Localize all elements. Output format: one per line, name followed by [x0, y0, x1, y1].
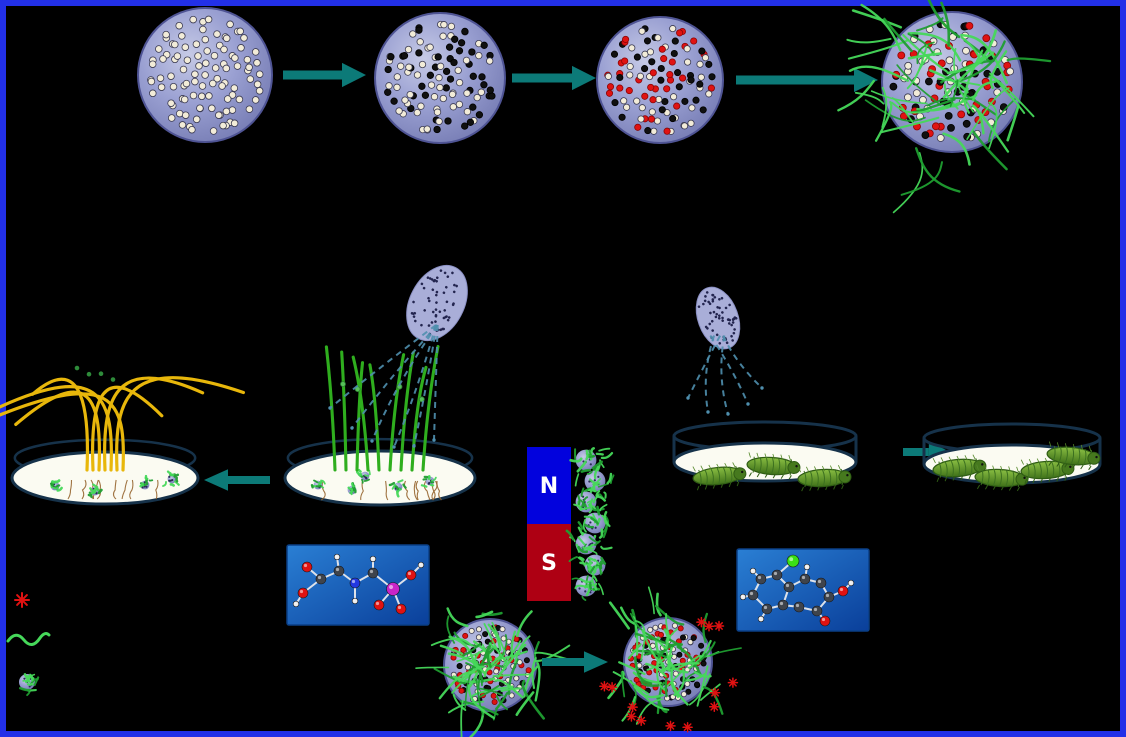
nanoparticle-on-dish — [420, 475, 437, 488]
wilted-yellow-plants — [0, 365, 245, 472]
nanoparticle-spray-plants — [328, 264, 468, 449]
nanoparticle-stage-1 — [137, 7, 273, 143]
magnet-labels: N S — [540, 474, 558, 576]
magnetic-nanoparticle — [581, 503, 611, 543]
released-cargo-dot — [606, 681, 618, 693]
cargo-release-section — [415, 586, 742, 737]
petri-dish-green-plants — [283, 344, 477, 507]
released-cargo-dot — [703, 620, 715, 632]
larva — [932, 454, 987, 483]
larva — [974, 464, 1029, 492]
legend-polymer-fiber-icon — [6, 632, 51, 646]
nanoparticle-on-dish — [310, 479, 326, 490]
magnet-south-pole — [527, 524, 571, 601]
released-cargo-dot — [626, 711, 637, 722]
petri-dish-larvae-result — [922, 422, 1102, 492]
released-cargo-dot — [599, 681, 610, 692]
petri-dish-larvae-treated — [672, 420, 858, 492]
synthesis-arrow-1 — [283, 62, 366, 88]
plant-effect-arrow — [204, 469, 270, 491]
molecule-boxes — [286, 544, 870, 632]
release-arrow — [542, 651, 608, 673]
magnet-separation-section — [527, 447, 615, 601]
nanoparticle-on-dish — [139, 474, 154, 490]
legend-coated-nanoparticle-icon — [19, 673, 40, 697]
nanoparticle-stage-3 — [596, 16, 724, 144]
synthesis-row — [137, 0, 1052, 214]
released-cargo-dot — [727, 677, 739, 688]
released-cargo-dot — [709, 687, 721, 698]
released-cargo-dot — [709, 701, 720, 713]
releasing-particle — [607, 586, 742, 725]
magnetic-nanoparticle — [573, 484, 607, 514]
released-cargo-dot — [665, 720, 676, 732]
magnetic-nanoparticle — [571, 559, 604, 601]
legend — [6, 592, 51, 697]
legend-cargo-burst-icon — [14, 592, 30, 608]
larvae-experiment-section — [672, 286, 1102, 492]
nanoparticle-stage-2 — [374, 12, 506, 144]
synthesis-arrow-2 — [512, 65, 596, 91]
released-cargo-dot — [627, 701, 638, 713]
released-cargo — [599, 616, 739, 733]
magnet-south-label: S — [541, 551, 557, 576]
released-cargo-dot — [696, 616, 707, 628]
larva — [1046, 441, 1101, 471]
herbicide-molecule-box — [286, 544, 430, 626]
nanoparticle-on-dish — [162, 470, 180, 487]
magnetic-nanoparticle-chain — [565, 447, 615, 601]
nanoparticle-spray-larvae — [686, 286, 764, 416]
larva — [797, 465, 852, 492]
nanoparticle-stage-4 — [837, 0, 1052, 214]
synthesis-arrow-3 — [736, 67, 878, 93]
pesticide-molecule-box — [736, 548, 870, 632]
magnet-north-pole — [527, 447, 571, 524]
magnet — [527, 447, 571, 601]
nanoparticle-on-dish — [347, 482, 357, 496]
released-cargo-dot — [635, 715, 647, 726]
magnetic-nanoparticle — [569, 447, 614, 487]
larva — [746, 452, 801, 480]
nanoparticle-on-dish — [356, 469, 371, 484]
plant-experiment-section — [0, 264, 477, 507]
nanoparticle-on-dish — [388, 479, 407, 498]
petri-dish-wilted-plants — [0, 365, 245, 506]
magnet-north-label: N — [540, 474, 558, 499]
nanoparticle-on-dish — [50, 479, 63, 492]
released-cargo-dot — [682, 721, 693, 733]
larva — [692, 462, 747, 491]
nanoparticle-on-dish — [87, 483, 103, 499]
released-cargo-dot — [713, 620, 725, 632]
